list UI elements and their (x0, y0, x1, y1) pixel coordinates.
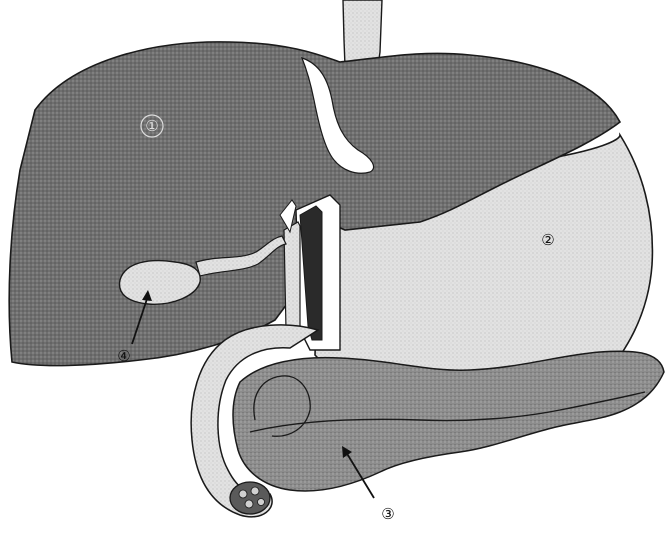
gallbladder-label-text: ④ (117, 347, 130, 365)
common-bile-duct (284, 222, 300, 330)
stomach-label-text: ② (541, 231, 554, 249)
stomach-label: ② (541, 231, 554, 249)
gallbladder-label: ④ (117, 347, 130, 365)
pancreas-label-text: ③ (381, 505, 394, 523)
esophagus (343, 0, 382, 66)
liver-label-text: ① (145, 117, 158, 135)
intestine-cross-section (230, 482, 270, 514)
pancreas-label: ③ (381, 505, 394, 523)
